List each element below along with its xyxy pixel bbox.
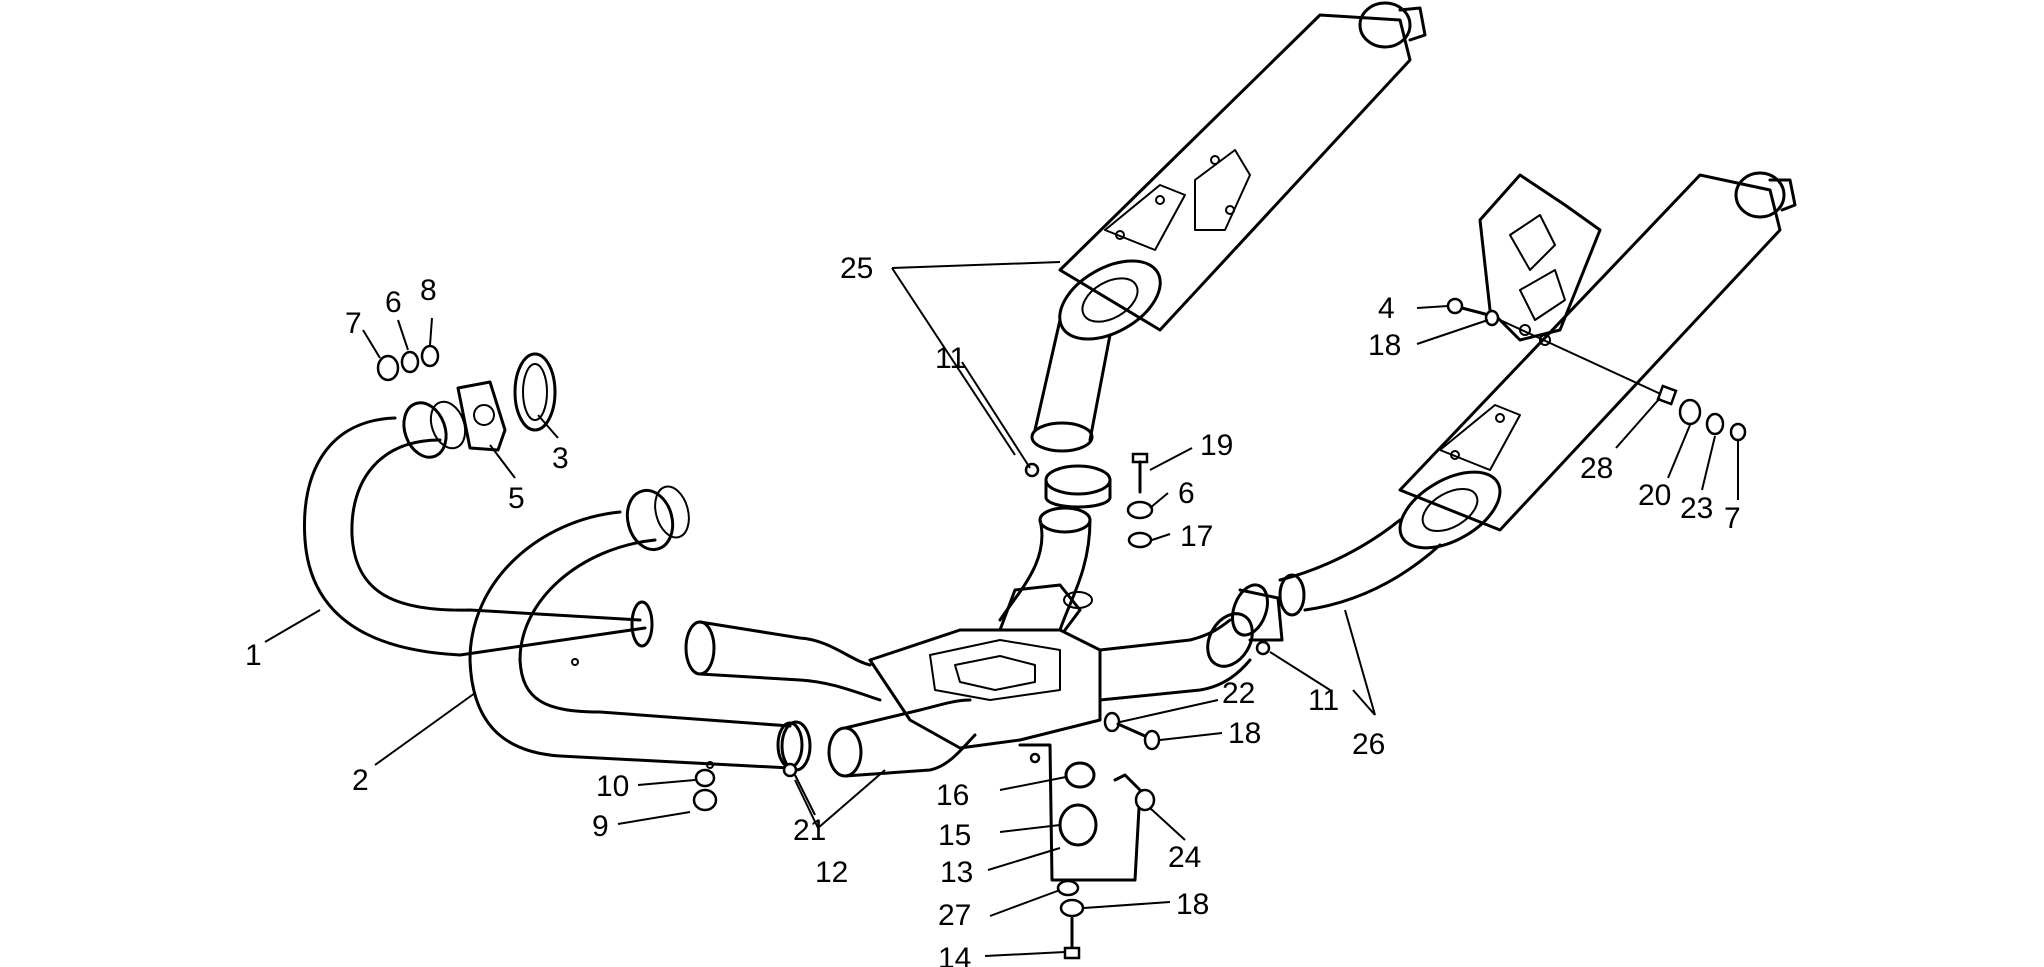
- callout-18: 18: [1368, 329, 1401, 362]
- callout-18: 18: [1228, 717, 1261, 750]
- header-pipe-1: [302, 400, 654, 666]
- callout-7: 7: [1724, 502, 1741, 535]
- callout-17: 17: [1180, 520, 1213, 553]
- callout-4: 4: [1378, 292, 1395, 325]
- callout-26: 26: [1352, 728, 1385, 761]
- callout-6: 6: [385, 286, 402, 319]
- riser-pipe: [998, 506, 1092, 632]
- bolt-14-set: [1056, 879, 1085, 960]
- leader-lines: [264, 261, 1739, 957]
- callout-8: 8: [420, 274, 437, 307]
- nut-9-set: [692, 768, 718, 812]
- nut-washer-set: [376, 344, 440, 382]
- callout-11: 11: [935, 342, 966, 375]
- exhaust-flange-5: [456, 380, 507, 452]
- connector-pipes-12: [684, 620, 977, 778]
- callout-9: 9: [592, 810, 609, 843]
- callout-2: 2: [352, 764, 369, 797]
- mount-bolt-set: [1126, 452, 1154, 549]
- muffler-25: [1030, 1, 1427, 453]
- callout-19: 19: [1200, 429, 1233, 462]
- nut-24: [1134, 788, 1156, 812]
- callout-21: 21: [793, 814, 826, 847]
- hanger-bracket-13: [1018, 743, 1142, 882]
- callout-12: 12: [815, 856, 848, 889]
- header-pipe-2: [468, 485, 812, 772]
- callout-6: 6: [1178, 477, 1195, 510]
- callout-28: 28: [1580, 452, 1613, 485]
- callout-1: 1: [245, 639, 262, 672]
- callout-14: 14: [938, 942, 971, 967]
- callout-13: 13: [940, 856, 973, 889]
- clamp-11-right: [1231, 583, 1284, 656]
- muffler-26: [1278, 171, 1797, 617]
- callout-22: 22: [1222, 677, 1255, 710]
- callout-16: 16: [936, 779, 969, 812]
- callout-27: 27: [938, 899, 971, 932]
- crossover-box: [868, 583, 1102, 750]
- rear-mount-hardware: [1446, 297, 1747, 442]
- callout-24: 24: [1168, 841, 1201, 874]
- callout-10: 10: [596, 770, 629, 803]
- callout-7: 7: [345, 307, 362, 340]
- callout-23: 23: [1680, 492, 1713, 525]
- callout-25: 25: [840, 252, 873, 285]
- callout-labels: 1 2 3 4 5 6 6 7 7 8 9 10 11 11 12 13 14 …: [245, 252, 1741, 967]
- callout-20: 20: [1638, 479, 1671, 512]
- gasket-3: [513, 352, 557, 432]
- clamp-21: [776, 721, 804, 778]
- right-branch-pipe: [1098, 612, 1254, 702]
- clamp-11-left: [1024, 462, 1112, 509]
- callout-18: 18: [1176, 888, 1209, 921]
- callout-3: 3: [552, 442, 569, 475]
- callout-5: 5: [508, 482, 525, 515]
- callout-15: 15: [938, 819, 971, 852]
- callout-11: 11: [1308, 684, 1339, 717]
- bolt-22-set: [1103, 711, 1161, 751]
